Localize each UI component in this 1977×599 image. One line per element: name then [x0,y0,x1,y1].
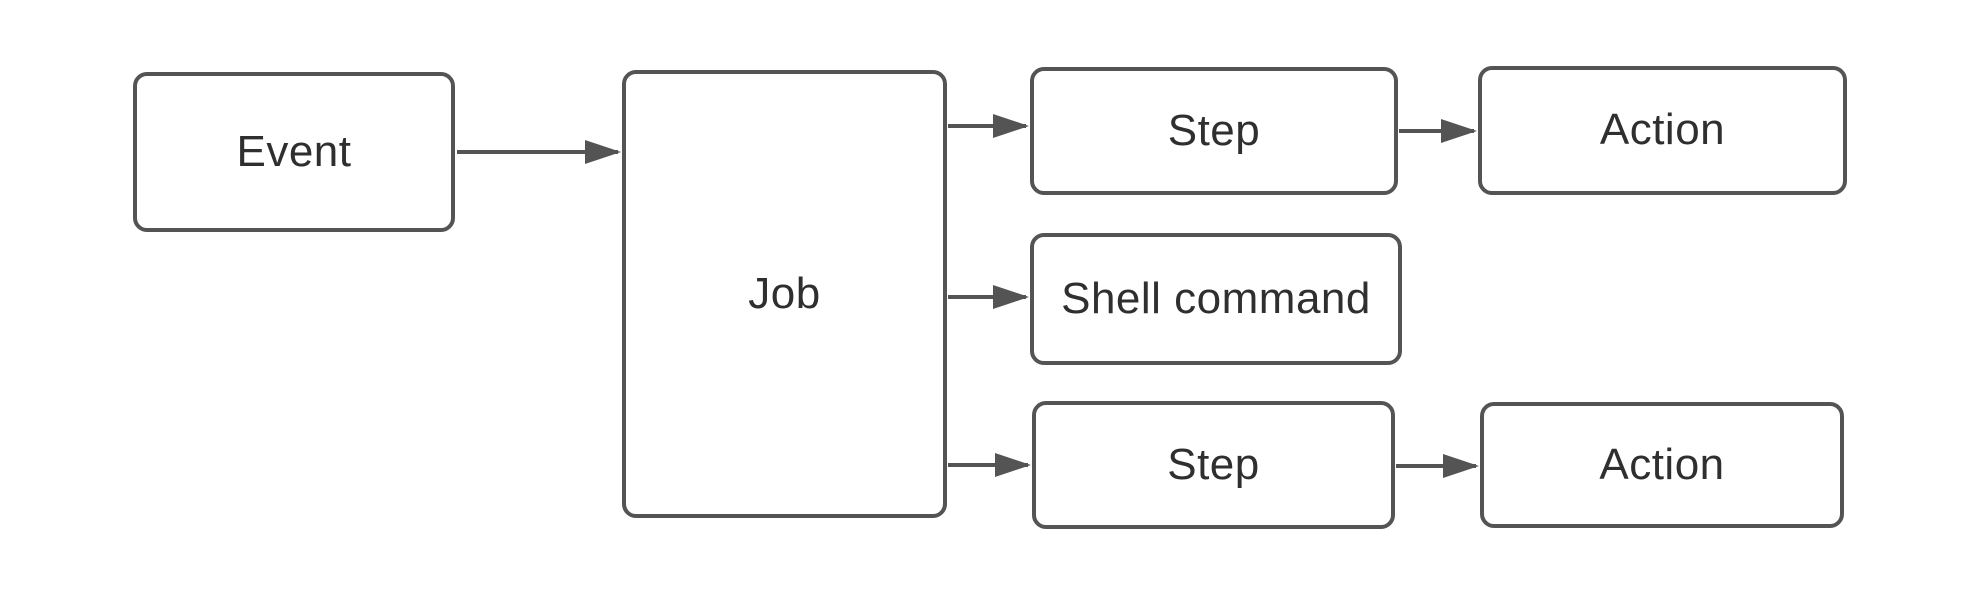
node-event: Event [133,72,455,232]
node-shell-command: Shell command [1030,233,1402,365]
node-job-label: Job [748,268,821,318]
node-shell-command-label: Shell command [1061,273,1371,323]
node-step-2-label: Step [1167,439,1260,489]
node-action-1: Action [1478,66,1847,195]
node-job: Job [622,70,947,518]
node-action-2: Action [1480,402,1844,528]
node-action-2-label: Action [1599,439,1725,489]
node-step-2: Step [1032,401,1395,529]
node-step-1: Step [1030,67,1398,195]
node-action-1-label: Action [1599,105,1726,155]
node-event-label: Event [236,126,352,176]
node-step-1-label: Step [1167,105,1261,155]
